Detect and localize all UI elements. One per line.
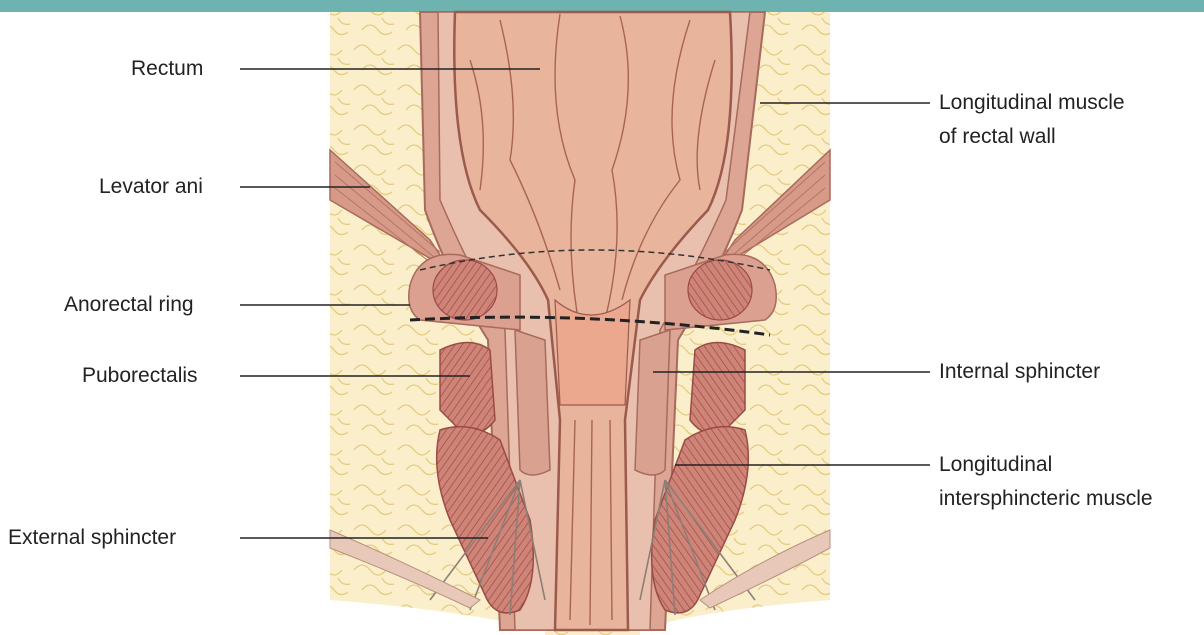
label-external-sphincter: External sphincter [8, 525, 176, 550]
anal-columns [555, 300, 630, 405]
label-levator-ani: Levator ani [99, 174, 203, 199]
label-internal-sphincter: Internal sphincter [939, 359, 1100, 384]
label-longitudinal-inter-line1: Longitudinal [939, 452, 1052, 477]
label-longitudinal-muscle-line2: of rectal wall [939, 124, 1056, 149]
label-anorectal-ring: Anorectal ring [64, 292, 194, 317]
label-rectum: Rectum [131, 56, 203, 81]
label-longitudinal-muscle-line1: Longitudinal muscle [939, 90, 1125, 115]
internal-sphincter-right [635, 330, 670, 475]
label-puborectalis: Puborectalis [82, 363, 198, 388]
puborectalis-hatch-right [688, 260, 752, 320]
internal-sphincter-left [515, 330, 550, 475]
label-longitudinal-inter-line2: intersphincteric muscle [939, 486, 1153, 511]
puborectalis-hatch-left [433, 260, 497, 320]
